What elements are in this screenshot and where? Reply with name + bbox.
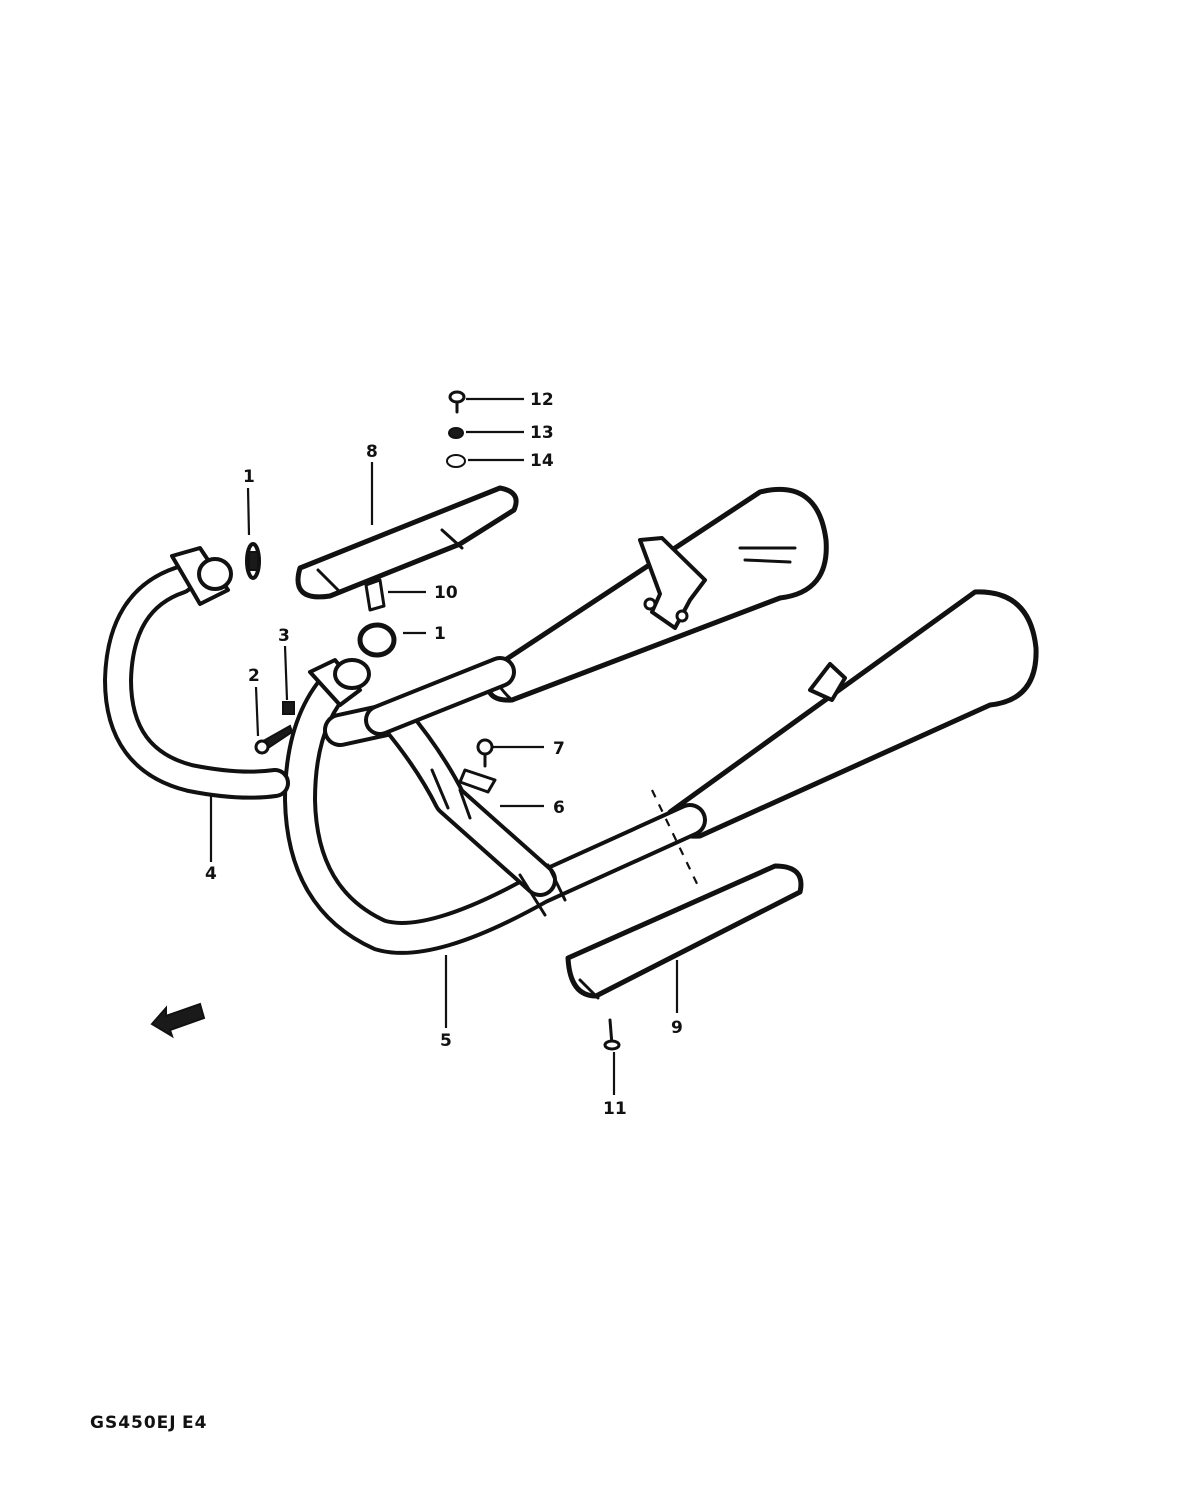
leader-lines [209, 397, 701, 1095]
callout-4: 4 [205, 864, 217, 884]
callouts: 1 1 2 3 4 5 6 7 8 9 10 11 12 13 14 [205, 390, 683, 1119]
model-code: GS450EJ E4 [90, 1413, 207, 1433]
group-code-text: E4 [182, 1413, 207, 1433]
gasket-lower [357, 622, 397, 658]
gasket-upper [245, 542, 261, 580]
heat-shield-lower [565, 863, 804, 1000]
callout-1b: 1 [434, 624, 446, 644]
bolt-2 [254, 724, 294, 755]
callout-1a: 1 [243, 467, 255, 487]
clamp-6 [458, 768, 497, 794]
screw-12 [448, 390, 466, 414]
upper-muffler [485, 486, 829, 703]
front-direction-arrow [150, 1002, 206, 1039]
screw-11 [603, 1018, 621, 1051]
nut-3 [282, 701, 295, 715]
bolt-7 [476, 738, 494, 768]
heat-shield-upper [295, 485, 519, 600]
bracket-10 [364, 578, 386, 612]
callout-9: 9 [671, 1018, 683, 1038]
callout-2: 2 [248, 666, 260, 686]
callout-13: 13 [530, 423, 554, 443]
callout-6: 6 [553, 798, 565, 818]
callout-10: 10 [434, 583, 458, 603]
exhaust-pipe-right [283, 656, 707, 955]
washer-13 [448, 427, 464, 439]
callout-11: 11 [603, 1099, 627, 1119]
model-code-text: GS450EJ [90, 1413, 177, 1433]
callout-14: 14 [530, 451, 554, 471]
callout-7: 7 [553, 739, 565, 759]
washer-14 [446, 454, 466, 468]
callout-8: 8 [366, 442, 378, 462]
callout-5: 5 [440, 1031, 452, 1051]
callout-3: 3 [278, 626, 290, 646]
lower-muffler [667, 589, 1039, 839]
exhaust-pipe-left [103, 546, 290, 800]
callout-12: 12 [530, 390, 554, 410]
